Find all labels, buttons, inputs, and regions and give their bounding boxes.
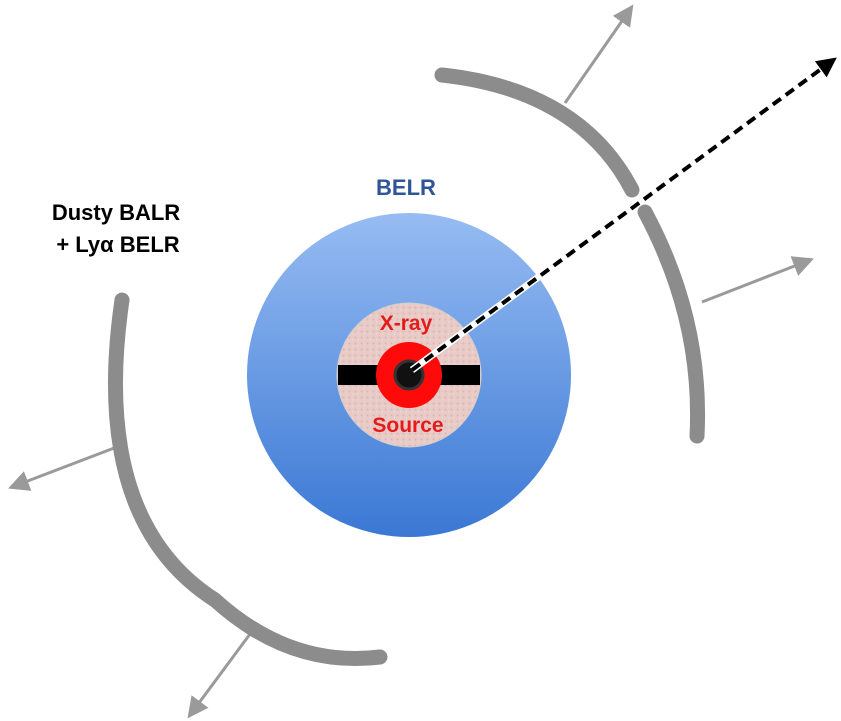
belr-label: BELR [376,175,436,200]
balr-shell-right [637,204,705,444]
outflow-arrow-right [701,256,814,304]
balr-shell-upper-right [434,67,640,198]
outflow-arrow-top-right [563,4,634,104]
outflow-arrow-left [8,443,123,491]
source-label: Source [372,414,443,437]
balr-shell-lower-left [107,292,388,667]
lya-belr-label: + Lyα BELR [56,232,179,257]
dusty-balr-label: Dusty BALR [52,200,180,225]
xray-label: X-ray [380,312,433,335]
line-of-sight-arrow-dashed [410,57,837,372]
outflow-arrow-bottom-left [187,629,255,719]
